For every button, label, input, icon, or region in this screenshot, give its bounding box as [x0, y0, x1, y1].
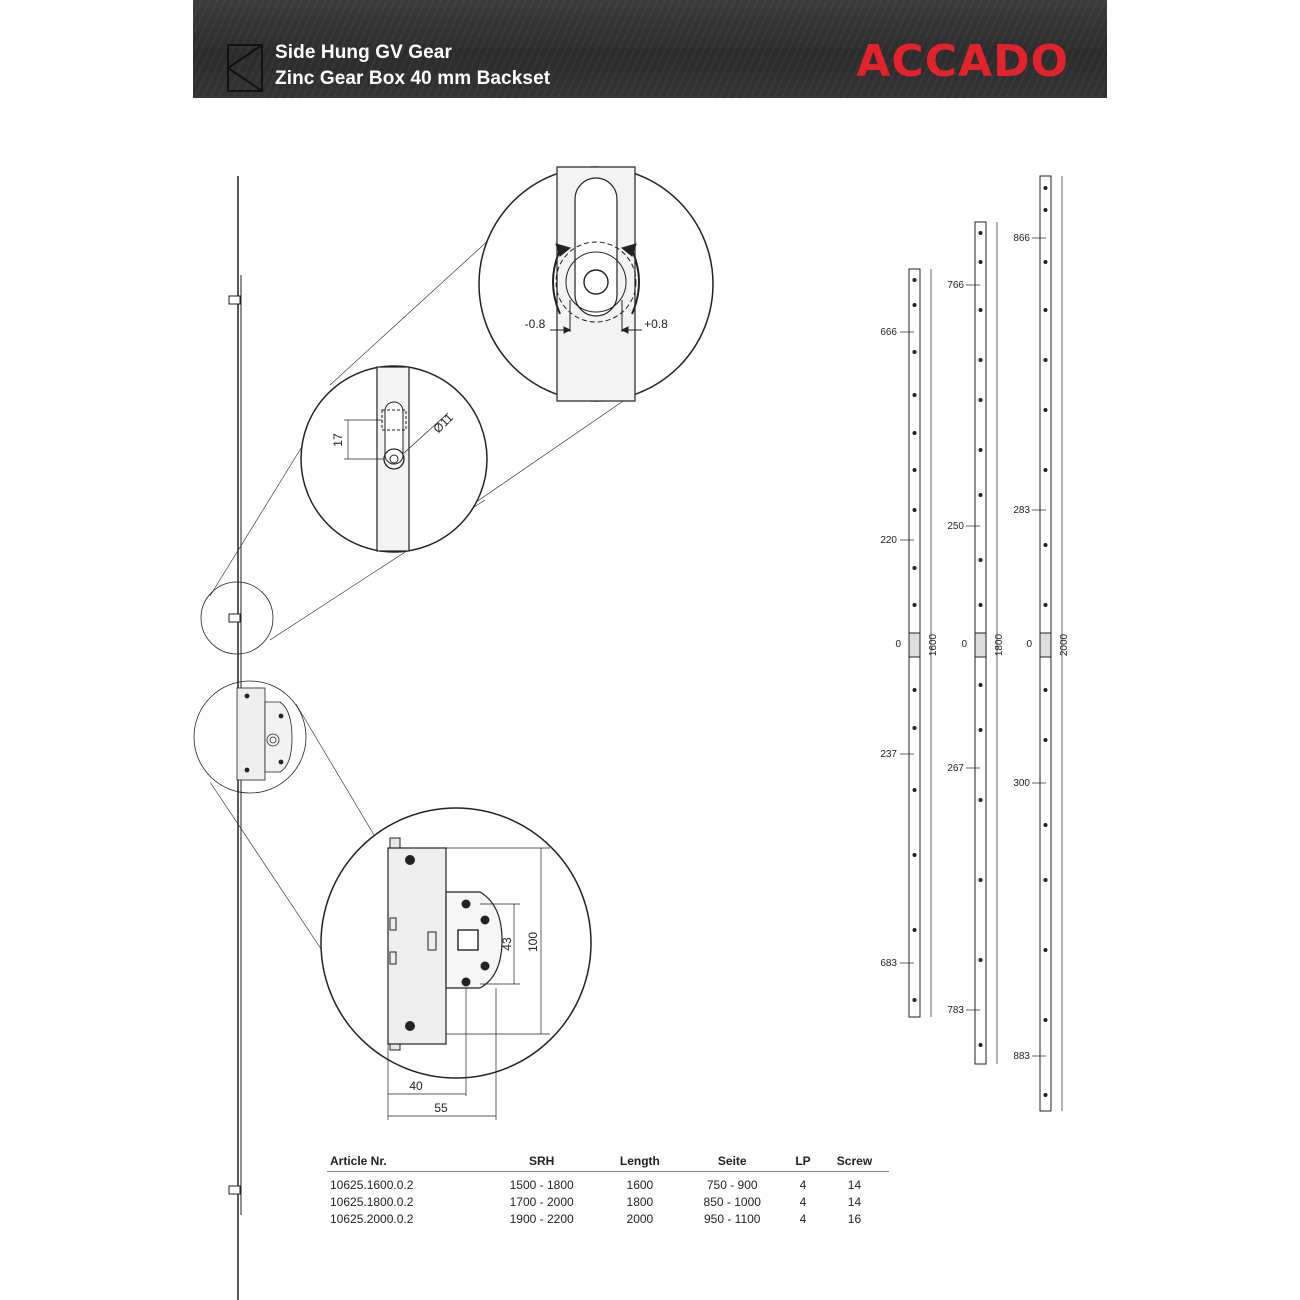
rail-2000-mark-upper-2: 283 — [1013, 505, 1030, 516]
table-row: 10625.1800.0.2 1700 - 2000 1800 850 - 10… — [327, 1193, 889, 1210]
col-seite: Seite — [678, 1152, 787, 1172]
gearbox-highlight-circle — [193, 680, 307, 794]
roller-detail-callout — [478, 166, 714, 402]
cell-seite: 850 - 1000 — [703, 1194, 761, 1209]
rail-screw-holes — [912, 186, 1048, 1097]
backset-dimension: 40 — [409, 1079, 423, 1093]
roller-plus-tolerance: +0.8 — [644, 317, 668, 331]
cell-lp: 4 — [799, 1211, 807, 1226]
cell-seite: 950 - 1100 — [703, 1211, 761, 1226]
banner-texture — [193, 0, 1107, 98]
product-subtitle: Zinc Gear Box 40 mm Backset — [275, 68, 551, 89]
rail-2000-mark-lower-2: 883 — [1013, 1051, 1030, 1062]
rail-1800-mark-upper-2: 250 — [947, 521, 964, 532]
cell-length: 1800 — [626, 1194, 654, 1209]
cell-length: 2000 — [626, 1211, 654, 1226]
rail-1800-zero: 0 — [961, 639, 967, 650]
roller-minus-tolerance: -0.8 — [525, 317, 546, 331]
rail-1600-zero: 0 — [895, 639, 901, 650]
cell-length: 1600 — [626, 1177, 654, 1192]
height-dimension: 100 — [526, 932, 540, 952]
rail-1800-mark-lower-2: 783 — [947, 1005, 964, 1016]
col-length: Length — [601, 1152, 679, 1172]
article-spec-table: Article Nr. SRH Length Seite LP Screw 10… — [327, 1152, 889, 1227]
brand-logo: ACCADO — [856, 36, 1069, 87]
col-article: Article Nr. — [327, 1152, 482, 1172]
cell-article: 10625.1800.0.2 — [330, 1194, 414, 1209]
hook-highlight-circle — [200, 581, 274, 655]
rail-1600-mark-upper-1: 666 — [880, 327, 897, 338]
rail-1600-mark-upper-2: 220 — [880, 535, 897, 546]
cell-screw: 14 — [847, 1177, 862, 1192]
hook-detail-callout — [300, 365, 488, 553]
cell-article: 10625.2000.0.2 — [330, 1211, 414, 1226]
cell-srh: 1700 - 2000 — [509, 1194, 574, 1209]
kcube-logo-icon — [227, 44, 263, 92]
rail-2000-mark-upper-1: 866 — [1013, 233, 1030, 244]
callout-connector-lines — [209, 215, 681, 986]
cell-lp: 4 — [799, 1194, 807, 1209]
table-header-row: Article Nr. SRH Length Seite LP Screw — [327, 1152, 889, 1172]
gear-rail-1800 — [966, 221, 998, 1065]
rail-1600-length: 1600 — [928, 633, 939, 656]
product-title: Side Hung GV Gear — [275, 42, 452, 63]
gear-rail-1600 — [900, 268, 932, 1018]
rail-1800-mark-lower-1: 267 — [947, 763, 964, 774]
spindle-dimension: 43 — [500, 937, 514, 951]
table-row: 10625.2000.0.2 1900 - 2200 2000 950 - 11… — [327, 1210, 889, 1227]
gearbox-thumbnail — [236, 687, 293, 781]
rail-1600-mark-lower-1: 237 — [880, 749, 897, 760]
cell-seite: 750 - 900 — [706, 1177, 758, 1192]
col-screw: Screw — [819, 1152, 889, 1172]
header-banner: Side Hung GV Gear Zinc Gear Box 40 mm Ba… — [193, 0, 1107, 98]
rail-1800-length: 1800 — [994, 633, 1005, 656]
rail-1800-mark-upper-1: 766 — [947, 280, 964, 291]
cell-srh: 1500 - 1800 — [509, 1177, 574, 1192]
hook-offset-dimension: 17 — [331, 433, 345, 447]
rail-2000-zero: 0 — [1026, 639, 1032, 650]
gear-rail-2000 — [1032, 175, 1063, 1112]
cell-screw: 14 — [847, 1194, 862, 1209]
cell-srh: 1900 - 2200 — [509, 1211, 574, 1226]
total-width-dimension: 55 — [434, 1101, 448, 1115]
cell-screw: 16 — [847, 1211, 862, 1226]
cell-lp: 4 — [799, 1177, 807, 1192]
rail-1600-mark-lower-2: 683 — [880, 958, 897, 969]
rail-2000-mark-lower-1: 300 — [1013, 778, 1030, 789]
gearbox-detail-callout — [320, 807, 592, 1120]
cell-article: 10625.1600.0.2 — [330, 1177, 414, 1192]
col-srh: SRH — [482, 1152, 602, 1172]
rail-2000-length: 2000 — [1059, 633, 1070, 656]
col-lp: LP — [786, 1152, 820, 1172]
table-row: 10625.1600.0.2 1500 - 1800 1600 750 - 90… — [327, 1172, 889, 1194]
